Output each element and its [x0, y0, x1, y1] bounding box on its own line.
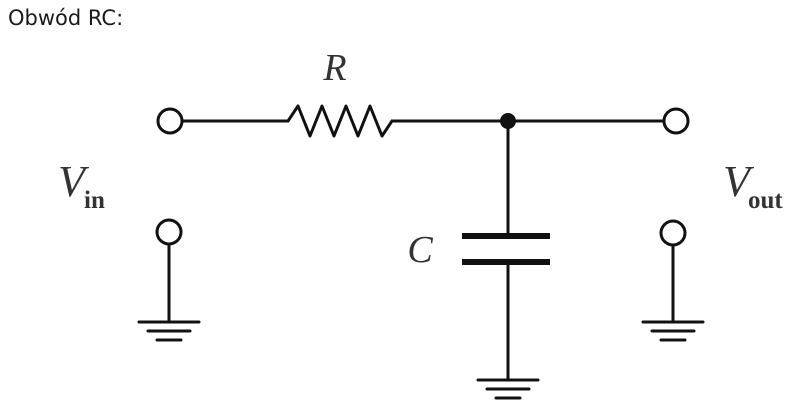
- input-terminal-bottom: [155, 218, 183, 246]
- page-title: Obwód RC:: [8, 6, 124, 30]
- vout-subscript: out: [748, 187, 783, 214]
- output-terminal-top: [662, 107, 690, 135]
- resistor-symbol: [286, 104, 394, 138]
- resistor-label: R: [322, 47, 346, 89]
- vout-label: V: [723, 157, 755, 206]
- capacitor-label: C: [407, 229, 433, 271]
- vin-label: V: [58, 157, 90, 206]
- vin-subscript: in: [84, 187, 105, 214]
- ground-symbol-input: [137, 320, 201, 342]
- ground-symbol-output: [641, 320, 705, 342]
- ground-symbol-capacitor: [476, 378, 540, 400]
- input-terminal-top: [156, 107, 184, 135]
- output-terminal-bottom: [659, 219, 687, 247]
